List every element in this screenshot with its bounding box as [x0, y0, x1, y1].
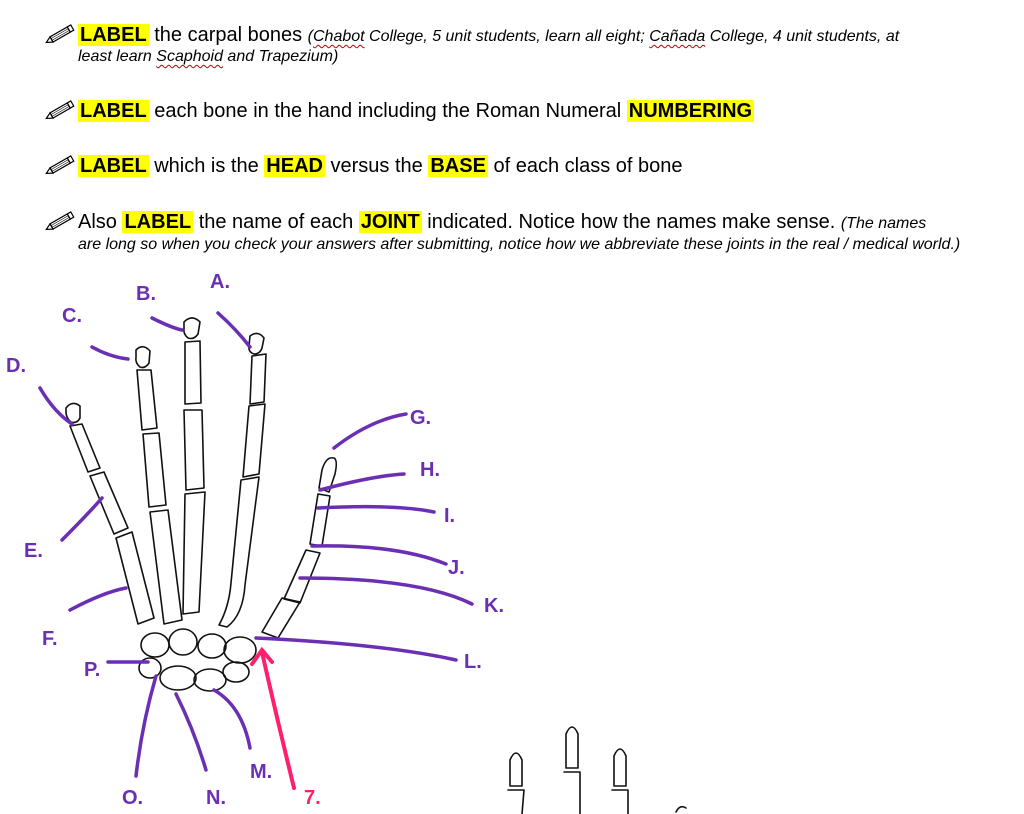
label-highlight: LABEL — [78, 100, 149, 122]
annotation-labels: A. B. C. D. E. F. G. H. I. J. K. L. M. N… — [6, 271, 504, 809]
chabot-word: Chabot — [313, 28, 365, 45]
label-highlight: LABEL — [78, 24, 149, 46]
label-a: A. — [210, 271, 230, 293]
label-n: N. — [206, 787, 226, 809]
pink-arrow — [250, 646, 296, 790]
hand-skeleton-figure: A. B. C. D. E. F. G. H. I. J. K. L. M. N… — [6, 271, 687, 814]
annotation-lines — [38, 311, 474, 778]
label-e: E. — [24, 540, 43, 562]
pencil-icon — [45, 100, 75, 120]
label-m: M. — [250, 761, 272, 783]
hand-bones-drawing — [65, 317, 687, 814]
label-f: F. — [42, 628, 58, 650]
label-o: O. — [122, 787, 143, 809]
canada-word: Cañada — [649, 28, 706, 45]
instruction-text: Also LABEL the name of each JOINT indica… — [78, 211, 927, 233]
carpal-note-line2: least learn Scaphoid and Trapezium) — [78, 48, 339, 65]
label-d: D. — [6, 355, 26, 377]
label-i: I. — [444, 505, 455, 527]
head-highlight: HEAD — [264, 155, 325, 177]
carpal-note-start: (Chabot College, 5 unit students, learn … — [307, 28, 900, 45]
scaphoid-word: Scaphoid — [156, 48, 223, 65]
pencil-icon — [45, 211, 75, 231]
label-b: B. — [136, 283, 156, 305]
label-highlight: LABEL — [78, 155, 149, 177]
label-l: L. — [464, 651, 482, 673]
base-highlight: BASE — [428, 155, 488, 177]
numbering-highlight: NUMBERING — [626, 100, 755, 122]
label-j: J. — [448, 557, 465, 579]
joint-note: are long so when you check your answers … — [78, 236, 961, 253]
label-7: 7. — [304, 787, 321, 809]
joint-highlight: JOINT — [358, 211, 422, 233]
label-highlight: LABEL — [122, 211, 194, 233]
instruction-text: LABEL the carpal bones (Chabot College, … — [78, 24, 900, 46]
pencil-icon — [45, 24, 75, 44]
label-k: K. — [484, 595, 504, 617]
carpal-note-line1-end: College, 4 unit students, at — [705, 28, 900, 45]
label-h: H. — [420, 459, 440, 481]
instruction-text: LABEL each bone in the hand including th… — [78, 100, 755, 122]
pencil-icon — [45, 155, 75, 175]
instruction-text: LABEL which is the HEAD versus the BASE … — [78, 155, 683, 177]
label-c: C. — [62, 305, 82, 327]
label-p: P. — [84, 659, 100, 681]
label-g: G. — [410, 407, 431, 429]
